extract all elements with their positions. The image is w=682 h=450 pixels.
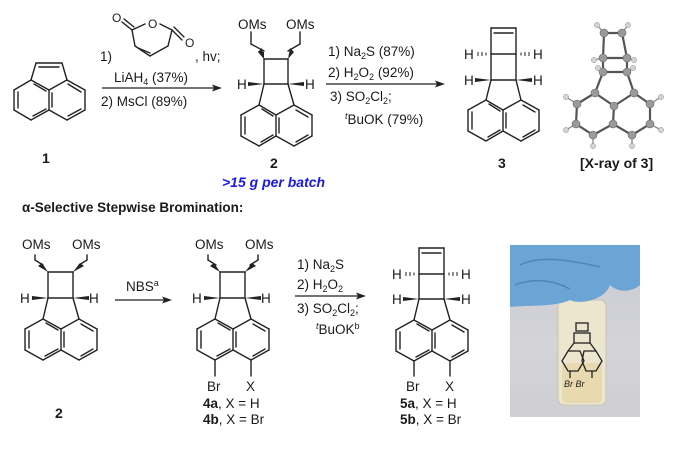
compound-5a-label: 5a, X = H (400, 396, 457, 411)
vial-photo: Br Br (510, 245, 640, 417)
compound-4-oms-right: OMs (245, 237, 274, 252)
compound-4a-label: 4a, X = H (203, 396, 260, 411)
compound-4-br: Br (207, 379, 221, 394)
vial-photo-drawing: Br Br (510, 245, 640, 406)
step1-line1-suffix: , hv; (195, 49, 221, 64)
compound-4-h-right: H (261, 291, 271, 306)
step2-line2: 2) H2O2 (92%) (328, 65, 414, 82)
compound-2-label: 2 (270, 155, 278, 171)
compound-5-h-bottom-right: H (461, 292, 471, 307)
compound-2-scale-note: >15 g per batch (222, 174, 326, 190)
compound-3-h-top-left: H (464, 47, 474, 62)
compound-5-h-top-right: H (461, 267, 471, 282)
step2-line3: 3) SO2Cl2; (330, 89, 392, 106)
compound-5-x: X (445, 379, 455, 394)
compound-3-h-bottom-left: H (464, 73, 474, 88)
compound-3-h-bottom-right: H (533, 73, 543, 88)
compound-2b-label: 2 (55, 405, 63, 421)
compound-3-h-top-right: H (533, 47, 543, 62)
compound-2b-oms-left: OMs (22, 237, 51, 252)
compound-4-x: X (246, 379, 256, 394)
step2-line4: tBuOK (79%) (345, 111, 424, 127)
step1-line2: LiAH4 (37%) (114, 70, 189, 87)
step2-line1: 1) Na2S (87%) (328, 44, 415, 61)
compound-5-br: Br (406, 379, 420, 394)
svg-text:Br Br: Br Br (564, 379, 586, 389)
compound-4-h-left: H (192, 291, 202, 306)
compound-5-h-top-left: H (392, 267, 402, 282)
step3-line4: tBuOKb (316, 321, 360, 337)
ring-o: O (148, 17, 157, 31)
carbonyl-o-left: O (112, 11, 121, 25)
compound-2b-h-left: H (20, 291, 30, 306)
nbs-reagent: NBSa (126, 278, 159, 294)
step3-line2: 2) H2O2 (297, 277, 344, 294)
compound-2b-h-right: H (89, 291, 99, 306)
xray-label: [X-ray of 3] (580, 155, 654, 171)
compound-5-h-bottom-left: H (392, 292, 402, 307)
section-title: α-Selective Stepwise Bromination: (22, 200, 244, 215)
step3-line3: 3) SO2Cl2; (297, 301, 359, 318)
compound-5b-label: 5b, X = Br (400, 412, 462, 427)
compound-2-h-left: H (237, 77, 247, 92)
compound-4b-label: 4b, X = Br (203, 412, 265, 427)
compound-2b-oms-right: OMs (72, 237, 101, 252)
step1-line3: 2) MsCl (89%) (101, 94, 188, 109)
step1-line1-prefix: 1) (100, 49, 113, 64)
compound-4-oms-left: OMs (195, 237, 224, 252)
compound-3-label: 3 (498, 155, 506, 171)
compound-2-oms-left: OMs (238, 17, 267, 32)
carbonyl-o-right: O (185, 36, 194, 50)
compound-2-oms-right: OMs (286, 17, 315, 32)
compound-1-label: 1 (42, 150, 50, 166)
compound-2-h-right: H (305, 77, 315, 92)
step3-line1: 1) Na2S (297, 257, 345, 274)
